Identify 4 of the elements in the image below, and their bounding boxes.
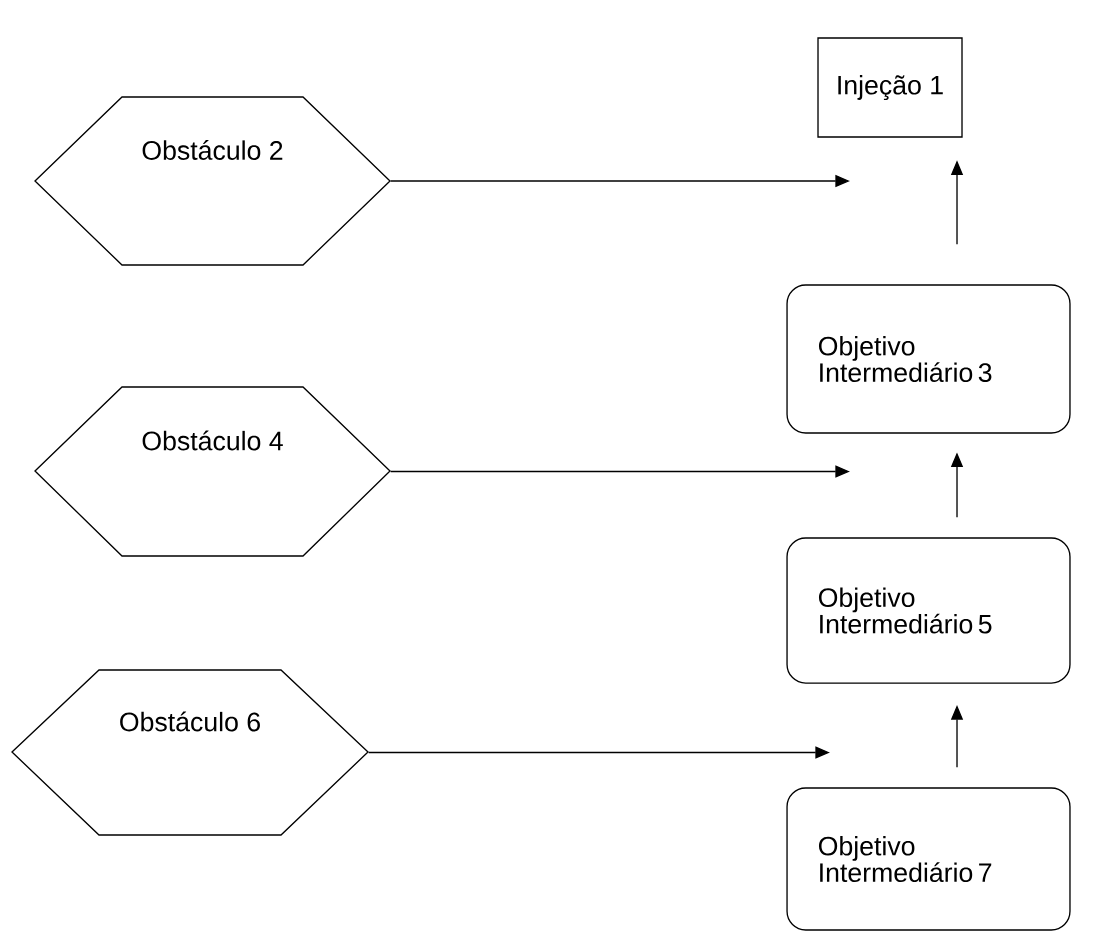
rounded-box: Objetivo Intermediário 5 bbox=[786, 537, 1071, 684]
rounded-box: Objetivo Intermediário 3 bbox=[786, 284, 1071, 434]
rounded-box: Objetivo Intermediário 7 bbox=[786, 787, 1071, 931]
process-box: Injeção 1 bbox=[817, 37, 963, 138]
